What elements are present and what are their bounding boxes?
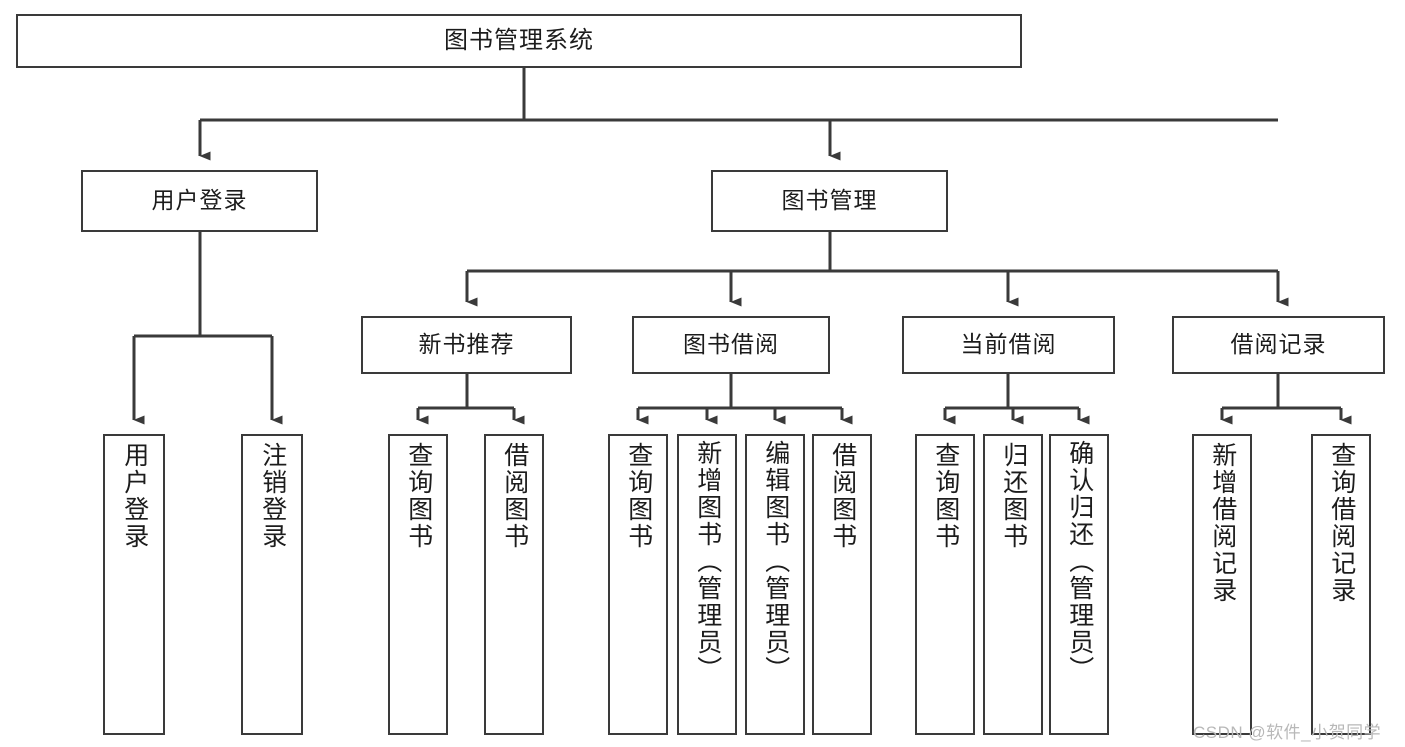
node-label: 新增图书（管理员） [693, 440, 722, 683]
node-label: 用户登录 [151, 187, 248, 214]
watermark-text: CSDN @软件_小贺同学 [1193, 723, 1382, 742]
leaf-return-book[interactable]: 归还图书 [983, 434, 1043, 735]
node-label: 新书推荐 [418, 331, 515, 358]
node-book-management[interactable]: 图书管理 [711, 170, 948, 232]
leaf-query-book-recommend[interactable]: 查询图书 [388, 434, 448, 735]
node-label: 图书管理 [781, 187, 878, 214]
node-label: 借阅记录 [1230, 331, 1327, 358]
leaf-borrow-book[interactable]: 借阅图书 [812, 434, 872, 735]
leaf-confirm-return-admin[interactable]: 确认归还（管理员） [1049, 434, 1109, 735]
leaf-query-book-current[interactable]: 查询图书 [915, 434, 975, 735]
leaf-query-book[interactable]: 查询图书 [608, 434, 668, 735]
leaf-add-book-admin[interactable]: 新增图书（管理员） [677, 434, 737, 735]
node-new-book-recommend[interactable]: 新书推荐 [361, 316, 572, 374]
node-label: 查询图书 [404, 442, 433, 550]
node-label: 借阅图书 [500, 442, 529, 550]
node-label: 查询借阅记录 [1327, 442, 1356, 604]
node-user-login[interactable]: 用户登录 [81, 170, 318, 232]
node-label: 当前借阅 [960, 331, 1057, 358]
node-label: 归还图书 [999, 442, 1028, 550]
leaf-edit-book-admin[interactable]: 编辑图书（管理员） [745, 434, 805, 735]
leaf-user-login[interactable]: 用户登录 [103, 434, 165, 735]
node-label: 图书借阅 [683, 331, 779, 358]
leaf-add-borrow-record[interactable]: 新增借阅记录 [1192, 434, 1252, 735]
node-label: 查询图书 [624, 442, 653, 550]
leaf-query-borrow-record[interactable]: 查询借阅记录 [1311, 434, 1371, 735]
node-current-borrow[interactable]: 当前借阅 [902, 316, 1115, 374]
node-book-borrow[interactable]: 图书借阅 [632, 316, 830, 374]
node-label: 确认归还（管理员） [1065, 440, 1094, 683]
node-label: 用户登录 [120, 442, 149, 550]
node-label: 编辑图书（管理员） [761, 440, 790, 683]
node-label: 新增借阅记录 [1208, 442, 1237, 604]
leaf-logout[interactable]: 注销登录 [241, 434, 303, 735]
node-label: 查询图书 [931, 442, 960, 550]
node-borrow-record[interactable]: 借阅记录 [1172, 316, 1385, 374]
node-label: 借阅图书 [828, 442, 857, 550]
node-root-system[interactable]: 图书管理系统 [16, 14, 1022, 68]
node-label: 注销登录 [258, 442, 287, 550]
leaf-borrow-book-recommend[interactable]: 借阅图书 [484, 434, 544, 735]
node-label: 图书管理系统 [444, 26, 594, 54]
